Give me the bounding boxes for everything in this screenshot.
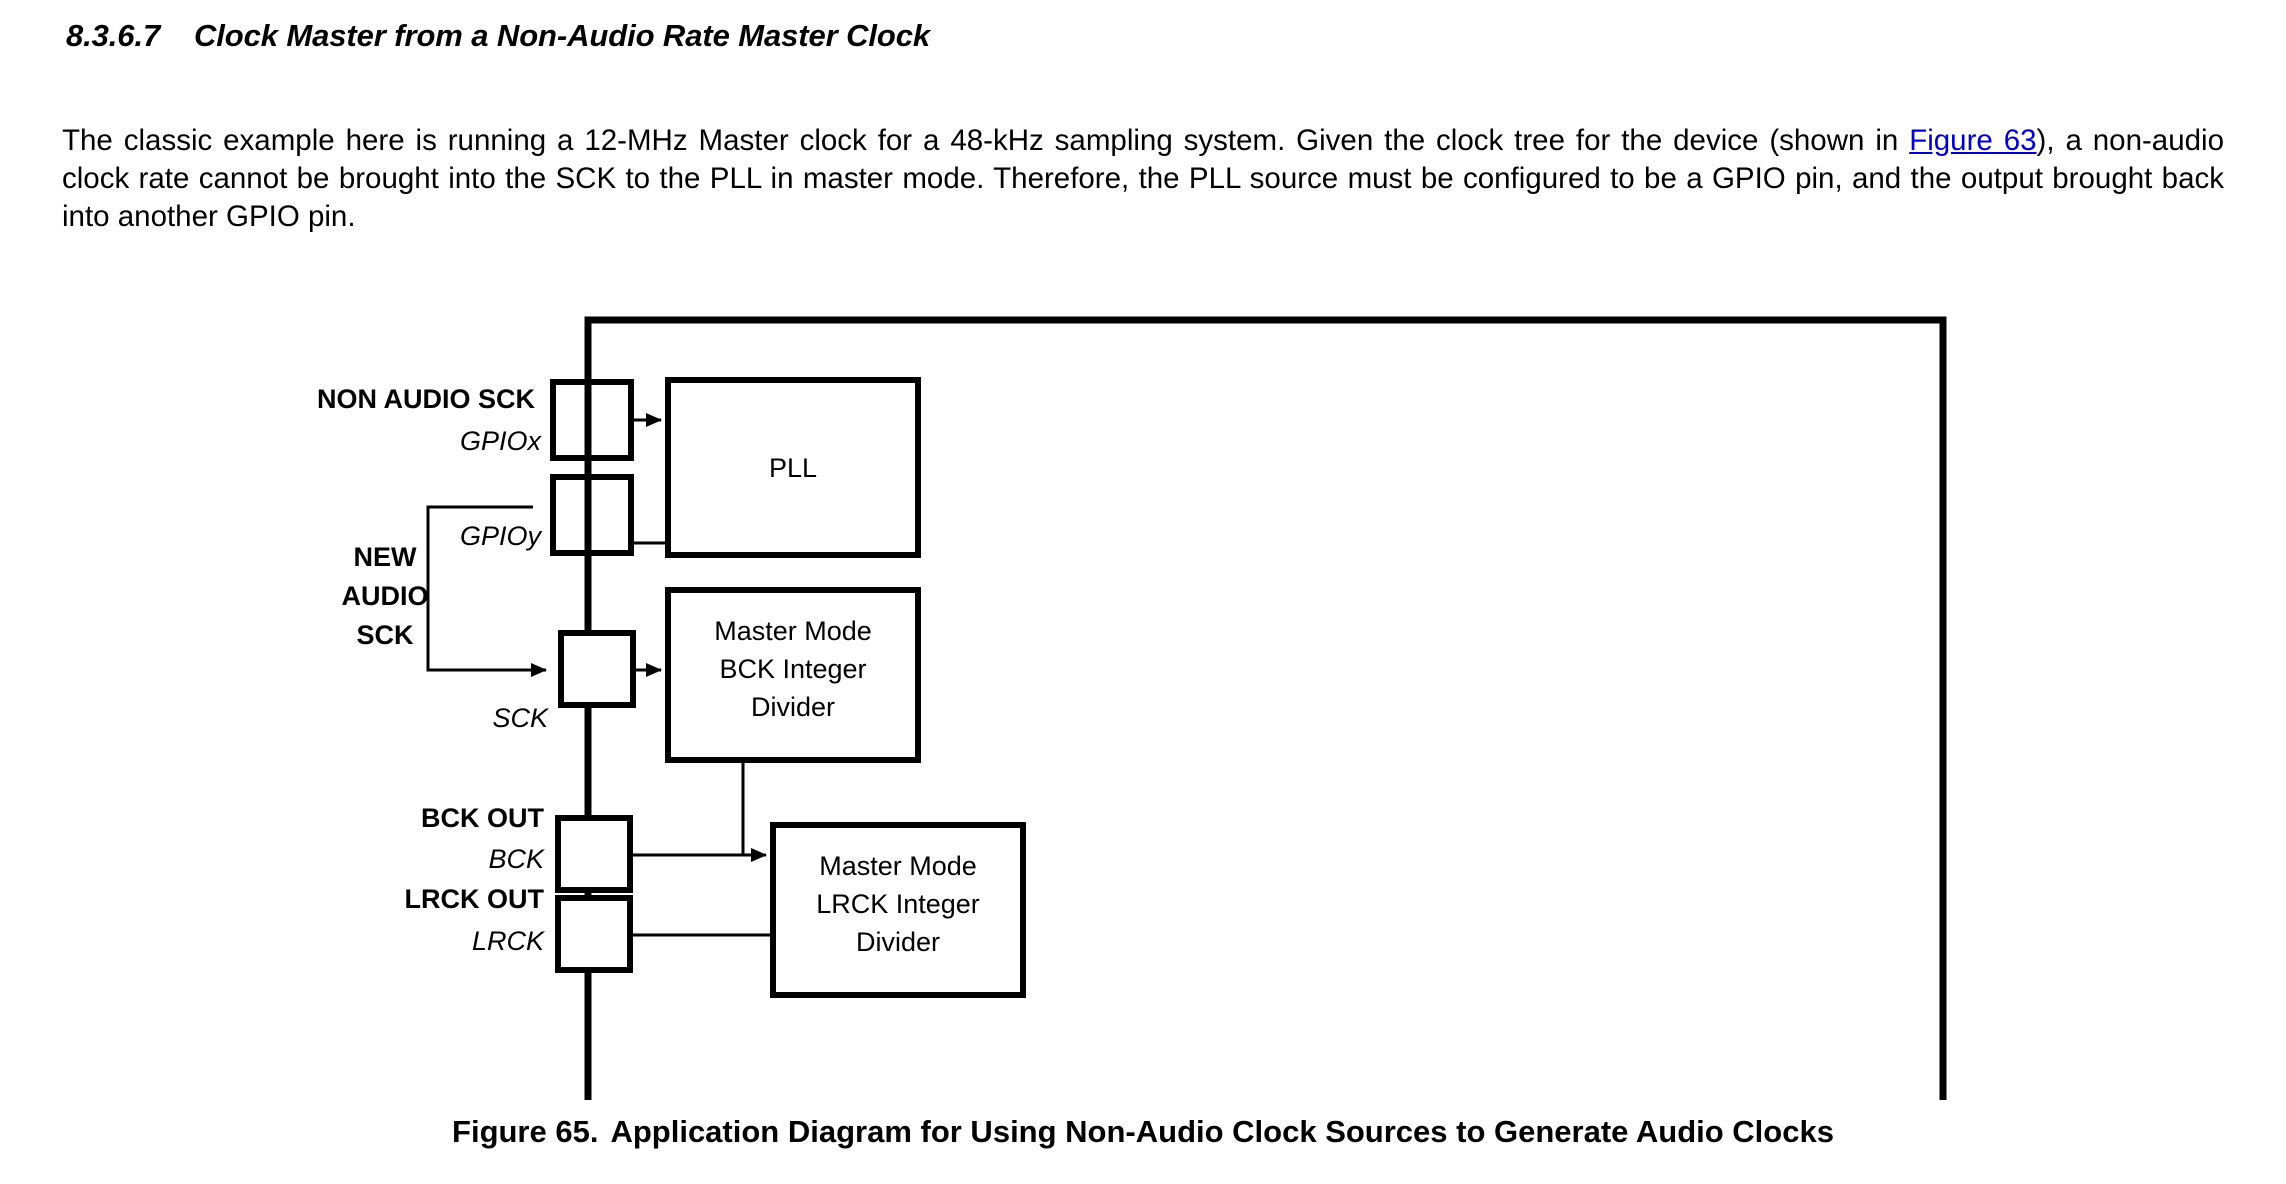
wire-new-audio-sck-external-loop xyxy=(426,505,547,677)
figure-caption-text: Application Diagram for Using Non-Audio … xyxy=(610,1114,1834,1149)
paragraph-part2: ), a non-audio clock rate cannot be brou… xyxy=(62,123,2224,233)
label-lrck-out: LRCK OUT xyxy=(405,884,545,914)
pin-bck xyxy=(555,815,633,893)
pin-lrck-box xyxy=(555,895,633,973)
label-sck: SCK xyxy=(492,703,549,733)
label-gpiox: GPIOx xyxy=(460,426,543,456)
label-non-audio-sck: NON AUDIO SCK xyxy=(317,384,536,414)
bck-integer-divider-block xyxy=(665,587,921,763)
pin-gpioy xyxy=(550,474,634,556)
label-bck-out: BCK OUT xyxy=(421,803,544,833)
lrck-divider-line-1: Master Mode xyxy=(819,851,977,881)
section-title: Clock Master from a Non-Audio Rate Maste… xyxy=(194,18,931,53)
figure-63-cross-reference-link[interactable]: Figure 63 xyxy=(1909,123,2037,157)
body-paragraph: The classic example here is running a 12… xyxy=(62,122,2224,236)
bck-divider-line-2: BCK Integer xyxy=(719,654,866,684)
pll-block-label: PLL xyxy=(769,453,817,483)
figure-65-diagram: PLL Master Mode BCK Integer Divider Mast… xyxy=(0,300,2286,1100)
pin-gpiox xyxy=(550,379,634,461)
pin-gpioy-box xyxy=(550,474,634,556)
pll-block xyxy=(665,377,921,558)
label-bck: BCK xyxy=(488,844,545,874)
pin-sck xyxy=(558,630,636,708)
pin-sck-box xyxy=(558,630,636,708)
device-chip-outline xyxy=(584,316,1947,1100)
pin-bck-box xyxy=(555,815,633,893)
section-number: 8.3.6.7 xyxy=(66,18,161,53)
label-lrck: LRCK xyxy=(472,926,545,956)
pin-gpiox-box xyxy=(550,379,634,461)
figure-caption-number: Figure 65. xyxy=(452,1114,599,1149)
section-heading: 8.3.6.7 Clock Master from a Non-Audio Rat… xyxy=(66,18,930,54)
lrck-divider-line-3: Divider xyxy=(856,927,940,957)
pin-lrck xyxy=(555,895,633,973)
figure-caption: Figure 65. Application Diagram for Using … xyxy=(0,1114,2286,1150)
bck-divider-line-1: Master Mode xyxy=(714,616,872,646)
label-gpioy: GPIOy xyxy=(460,521,543,551)
paragraph-part1: The classic example here is running a 12… xyxy=(62,123,1910,157)
bck-divider-line-3: Divider xyxy=(751,692,835,722)
lrck-integer-divider-block xyxy=(770,822,1026,998)
label-new-audio-sck-line1: NEW xyxy=(354,542,418,572)
label-new-audio-sck-line2: AUDIO xyxy=(342,581,429,611)
label-new-audio-sck-line3: SCK xyxy=(356,620,414,650)
application-diagram-svg: PLL Master Mode BCK Integer Divider Mast… xyxy=(317,316,1947,1100)
lrck-divider-line-2: LRCK Integer xyxy=(816,889,980,919)
